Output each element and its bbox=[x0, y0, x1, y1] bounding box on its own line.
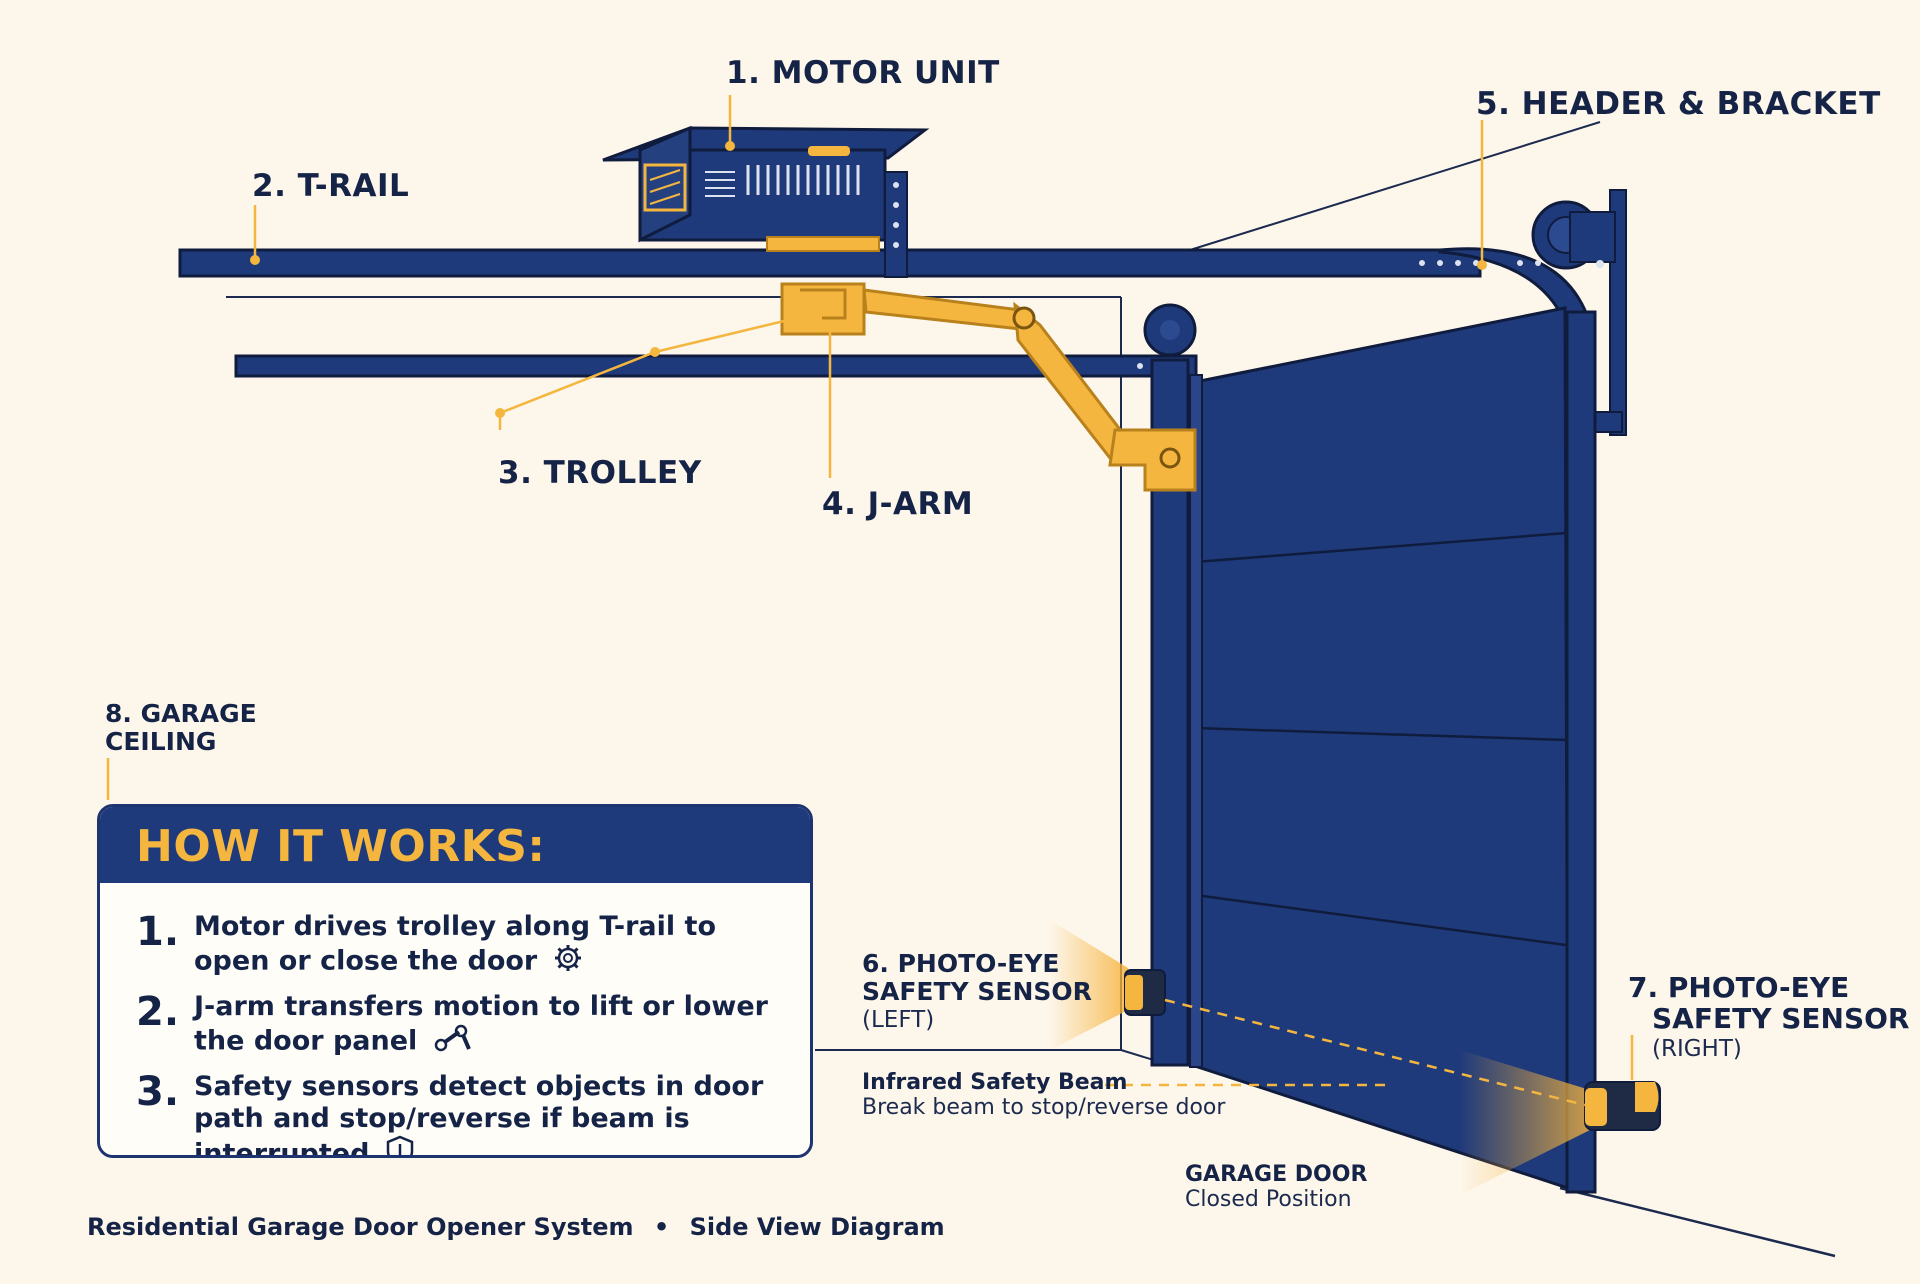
how-it-works-title: HOW IT WORKS: bbox=[100, 807, 810, 883]
j-arm bbox=[862, 288, 1197, 492]
garage-door bbox=[1143, 303, 1597, 1194]
step-text: Safety sensors detect objects in door pa… bbox=[194, 1071, 794, 1155]
leader-lines bbox=[106, 95, 1634, 1080]
shield-icon bbox=[385, 1135, 415, 1155]
gear-icon bbox=[553, 943, 583, 981]
step-number: 2. bbox=[136, 989, 180, 1035]
step-number: 1. bbox=[136, 909, 180, 955]
how-it-works-panel: HOW IT WORKS: 1. Motor drives trolley al… bbox=[97, 804, 813, 1158]
label-infrared-beam: Infrared Safety Beam Break beam to stop/… bbox=[862, 1070, 1226, 1120]
label-garage-door: GARAGE DOOR Closed Position bbox=[1185, 1162, 1368, 1212]
label-t-rail: 2. T-RAIL bbox=[252, 168, 410, 204]
photo-eye-right bbox=[1460, 1050, 1661, 1195]
step-text: J-arm transfers motion to lift or lower … bbox=[194, 991, 794, 1061]
footer-caption: Residential Garage Door Opener System • … bbox=[87, 1213, 945, 1241]
label-photo-eye-right: 7. PHOTO-EYE SAFETY SENSOR (RIGHT) bbox=[1628, 971, 1910, 1062]
label-header-bracket: 5. HEADER & BRACKET bbox=[1476, 86, 1881, 122]
step-number: 3. bbox=[136, 1069, 180, 1115]
photo-eye-left bbox=[1050, 920, 1166, 1050]
label-garage-ceiling: 8. GARAGE CEILING bbox=[105, 699, 257, 756]
step-text: Motor drives trolley along T-rail to ope… bbox=[194, 911, 794, 981]
leader-dots bbox=[250, 141, 1487, 418]
header-bracket bbox=[1531, 189, 1627, 436]
lower-rail bbox=[234, 354, 1198, 378]
infrared-beam bbox=[1105, 998, 1586, 1107]
label-photo-eye-left: 6. PHOTO-EYE SAFETY SENSOR (LEFT) bbox=[862, 949, 1092, 1034]
label-motor-unit: 1. MOTOR UNIT bbox=[726, 55, 1000, 91]
wrench-arm-icon bbox=[433, 1023, 473, 1061]
trolley bbox=[780, 282, 866, 336]
garage-structure bbox=[226, 121, 1836, 1258]
motor-unit bbox=[602, 125, 930, 278]
label-trolley: 3. TROLLEY bbox=[498, 455, 702, 491]
label-j-arm: 4. J-ARM bbox=[822, 486, 974, 522]
